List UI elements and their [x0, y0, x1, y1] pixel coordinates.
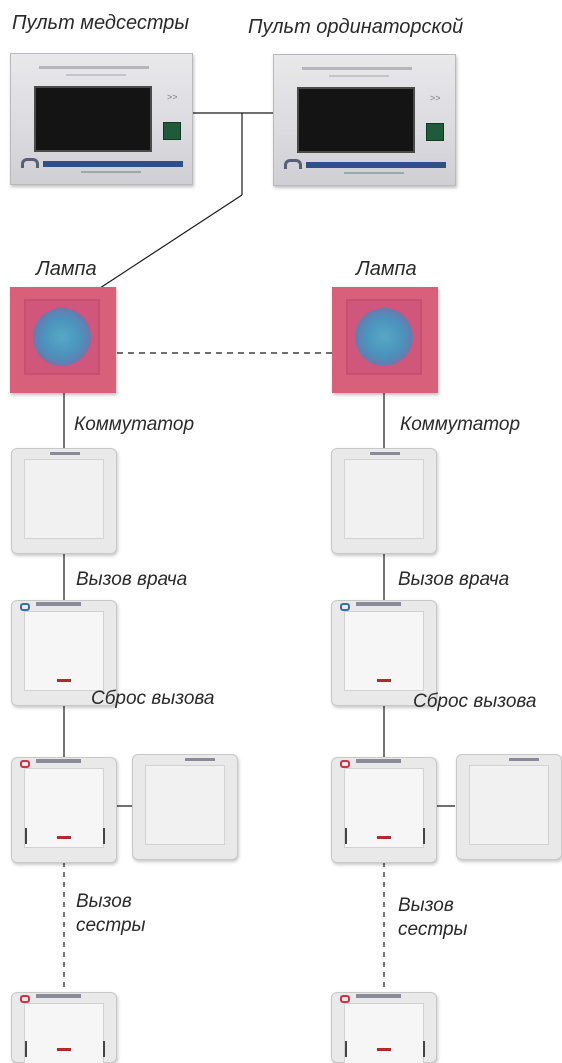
lamp-lens-icon — [355, 308, 413, 366]
reset-button-left — [132, 754, 238, 860]
nurse-call-right-label-1: Вызов — [398, 895, 454, 916]
nurse-console: >> — [10, 53, 193, 185]
nurse-call-right-label-2: сестры — [398, 919, 468, 940]
console-button-icon — [426, 123, 444, 141]
doctor-call-right — [331, 600, 437, 706]
nurse-call-left — [11, 992, 117, 1063]
indicator-icon — [57, 1048, 71, 1051]
nurse-call-left-label-2: сестры — [76, 915, 146, 936]
call-button-right — [331, 757, 437, 863]
nurse-console-label: Пульт медсестры — [12, 12, 190, 34]
doctor-call-left-label: Вызов врача — [76, 569, 188, 590]
lamp-right-label: Лампа — [356, 258, 417, 280]
switch-left-label: Коммутатор — [74, 414, 195, 435]
indicator-icon — [377, 679, 391, 682]
console-button-icon — [163, 122, 181, 140]
indicator-icon — [377, 1048, 391, 1051]
brand-logo-icon — [284, 159, 302, 169]
indicator-icon — [377, 836, 391, 839]
indicator-icon — [57, 836, 71, 839]
reset-left-label: Сброс вызова — [91, 688, 215, 709]
switch-left — [11, 448, 117, 554]
switch-right — [331, 448, 437, 554]
console-screen — [34, 86, 152, 152]
lamp-left — [10, 287, 116, 393]
staff-console: >> — [273, 54, 456, 186]
indicator-icon — [57, 679, 71, 682]
lamp-lens-icon — [33, 308, 91, 366]
reset-right-label: Сброс вызова — [413, 691, 537, 712]
brand-logo-icon — [21, 158, 39, 168]
call-button-left — [11, 757, 117, 863]
console-lamp-line — [99, 194, 243, 289]
nurse-call-right — [331, 992, 437, 1063]
doctor-call-right-label: Вызов врача — [398, 569, 510, 590]
doctor-call-left — [11, 600, 117, 706]
lamp-left-label: Лампа — [36, 258, 97, 280]
staff-console-label: Пульт ординаторской — [248, 16, 464, 38]
switch-right-label: Коммутатор — [400, 414, 521, 435]
console-screen — [297, 87, 415, 153]
lamp-right — [332, 287, 438, 393]
nurse-call-left-label-1: Вызов — [76, 891, 132, 912]
reset-button-right — [456, 754, 562, 860]
